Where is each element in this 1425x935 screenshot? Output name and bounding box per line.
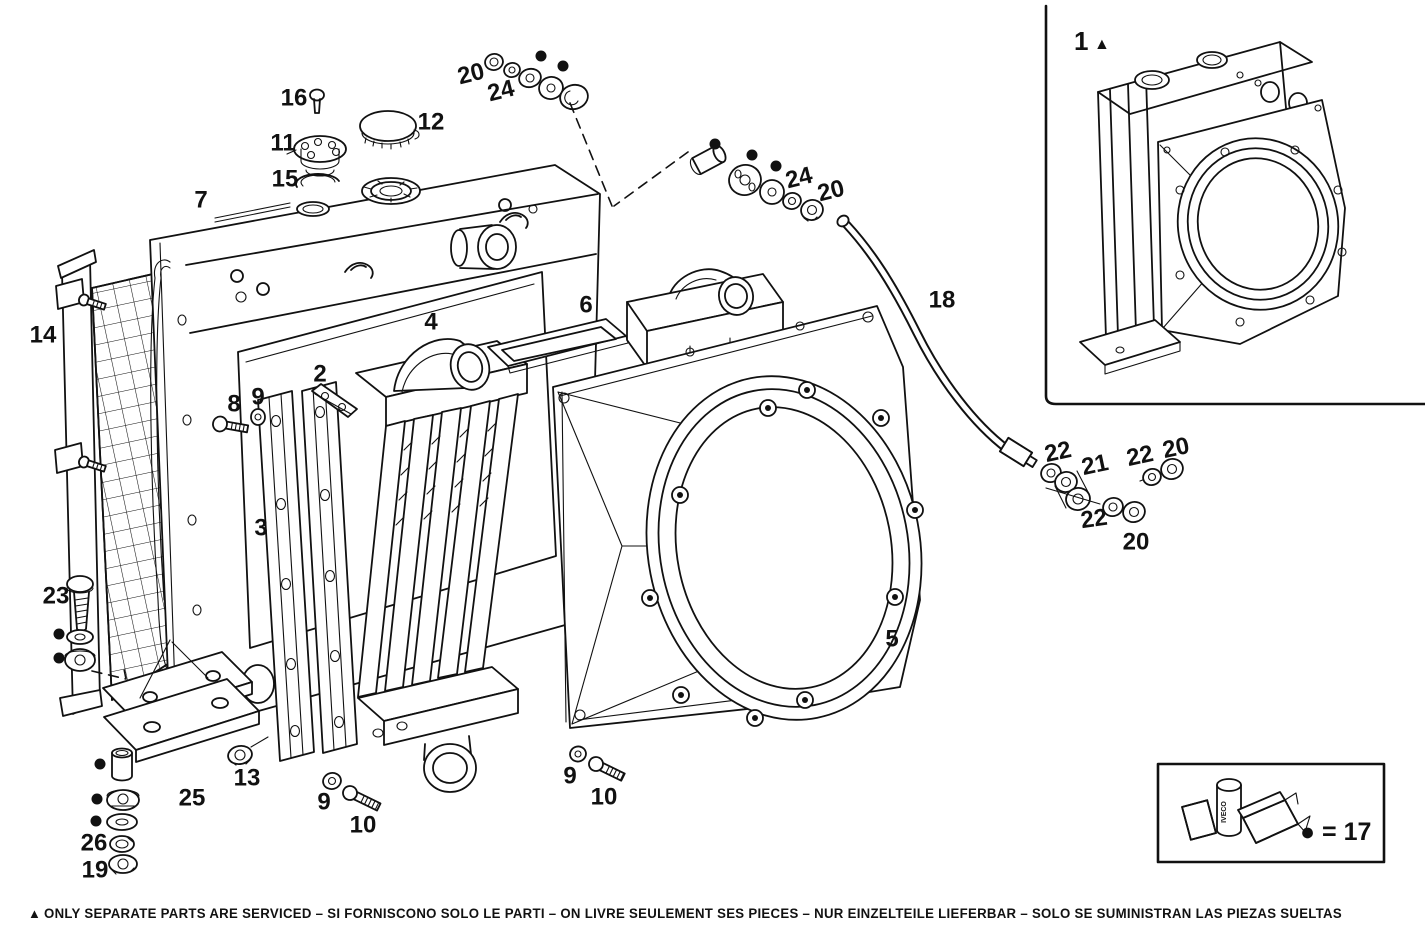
callout-part-24: 24 — [783, 162, 816, 195]
callout-part-9: 9 — [251, 384, 264, 411]
footer-note: ONLY SEPARATE PARTS ARE SERVICED – SI FO… — [44, 906, 1342, 921]
callout-part-14: 14 — [30, 322, 57, 349]
bolt-23-group — [64, 575, 127, 680]
callout-part-7: 7 — [194, 187, 207, 214]
part-17-dot — [53, 628, 65, 640]
callout-part-3: 3 — [254, 515, 267, 542]
footer-triangle-icon: ▲ — [28, 906, 41, 921]
callout-part-11: 11 — [270, 130, 295, 157]
callout-part-5: 5 — [885, 626, 898, 653]
callout-part-22: 22 — [1042, 436, 1074, 468]
strip-bracket-2 — [311, 383, 358, 418]
kit-brand-label: IVECO — [1221, 801, 1228, 823]
fan-shroud-5 — [552, 305, 924, 729]
part-17-dots — [53, 50, 782, 827]
part-17-dot — [770, 160, 782, 172]
filler-cap-12 — [359, 110, 420, 150]
hardware-kit-illustration: IVECO — [1181, 778, 1311, 844]
cap-11-seal-15 — [286, 135, 347, 188]
part-17-dot — [94, 758, 106, 770]
callout-part-20: 20 — [1123, 529, 1150, 556]
callout-part-13: 13 — [234, 765, 261, 792]
callout-part-4: 4 — [424, 309, 438, 336]
intercooler-core-4 — [355, 338, 528, 793]
callout-part-10: 10 — [350, 812, 377, 839]
callout-part-15: 15 — [272, 166, 299, 193]
callout-part-8: 8 — [227, 391, 240, 418]
callout-part-9: 9 — [563, 763, 576, 790]
washer-bolt-9-10-mid — [569, 745, 626, 782]
callout-part-20: 20 — [455, 58, 487, 91]
part-17-dot — [557, 60, 569, 72]
part-17-dot — [709, 138, 721, 150]
part-17-dot — [746, 149, 758, 161]
callout-part-9: 9 — [317, 789, 330, 816]
pipe-18 — [836, 214, 1038, 468]
bolt-washer-8-9 — [212, 408, 266, 434]
hardware-top-row-20-24 — [484, 53, 589, 111]
side-channel-3 — [257, 381, 358, 762]
dashed-leader-right — [613, 151, 689, 207]
callout-part-24: 24 — [485, 75, 518, 108]
inset-assembled-view — [1044, 4, 1425, 406]
washer-bolt-9-10-left — [322, 772, 382, 812]
callout-part-20: 20 — [1160, 432, 1192, 464]
callout-part-20: 20 — [815, 175, 847, 208]
foot-plate-25 — [103, 678, 260, 763]
callout-part-16: 16 — [281, 85, 308, 112]
shroud-tabs — [641, 381, 924, 727]
legend-box-17: IVECO ● = 17 — [1156, 762, 1386, 864]
hardware-mid-row-24-20 — [689, 144, 824, 222]
callout-part-19: 19 — [82, 857, 109, 884]
mount-stack-26-19 — [106, 747, 140, 875]
hardware-right-cluster — [1040, 457, 1184, 524]
callout-part-6: 6 — [579, 292, 592, 319]
callout-part-21: 21 — [1079, 449, 1111, 481]
gasket-frame-6 — [487, 318, 629, 374]
dashed-leader-left — [569, 102, 613, 207]
legend-equals-17: ● = 17 — [1300, 818, 1371, 846]
callout-part-22: 22 — [1079, 504, 1109, 534]
callout-part-22: 22 — [1124, 440, 1156, 472]
callout-part-10: 10 — [591, 784, 618, 811]
callout-part-12: 12 — [418, 109, 445, 136]
part-17-dot — [91, 793, 103, 805]
callout-part-23: 23 — [43, 583, 70, 610]
callout-part-26: 26 — [81, 830, 108, 857]
inset-triangle-icon: ▲ — [1094, 36, 1110, 53]
inset-label: 1 — [1074, 26, 1088, 56]
callout-part-25: 25 — [179, 785, 206, 812]
nut-13 — [227, 736, 269, 766]
part-17-dot — [53, 652, 65, 664]
callout-part-2: 2 — [313, 361, 326, 388]
screw-16 — [309, 88, 325, 114]
part-17-dot — [90, 815, 102, 827]
callout-part-18: 18 — [929, 287, 956, 314]
outlet-box — [626, 268, 784, 369]
part-17-dot — [535, 50, 547, 62]
